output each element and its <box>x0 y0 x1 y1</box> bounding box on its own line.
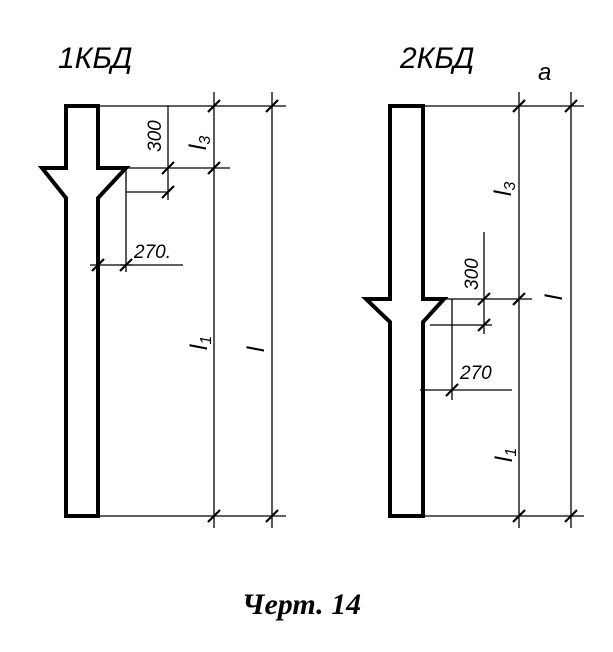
dim-l3-label-2: l3 <box>490 182 519 196</box>
dim-l-label-2: l <box>541 294 568 300</box>
drawing-2kbd: 2КБД a l <box>361 42 584 528</box>
dim-270-label-1: 270. <box>133 242 171 263</box>
marker-a: a <box>538 59 551 86</box>
dim-l3-label-1: l3 <box>185 136 214 150</box>
dim-270-label-2: 270 <box>459 363 492 384</box>
dim-l-label-1: l <box>243 346 270 352</box>
tick-marks-2 <box>445 99 578 523</box>
title-1kbd: 1КБД <box>58 42 132 75</box>
extension-lines-2 <box>420 105 584 517</box>
tick-marks-1 <box>91 99 279 523</box>
dim-300-label-1: 300 <box>145 120 166 152</box>
dimension-lines-1 <box>90 92 273 528</box>
dim-l1-label-2: l1 <box>491 448 520 462</box>
column-outline-1 <box>37 104 131 518</box>
extension-lines-1 <box>97 105 286 517</box>
drawing-1kbd: 1КБД <box>37 42 286 528</box>
dimension-lines-2 <box>518 92 572 528</box>
column-outline-2 <box>361 104 449 518</box>
dim-l1-label-1: l1 <box>186 336 215 350</box>
dim-300-label-2: 300 <box>462 258 483 290</box>
title-2kbd: 2КБД <box>399 42 474 75</box>
figure-caption: Черт. 14 <box>242 588 361 621</box>
